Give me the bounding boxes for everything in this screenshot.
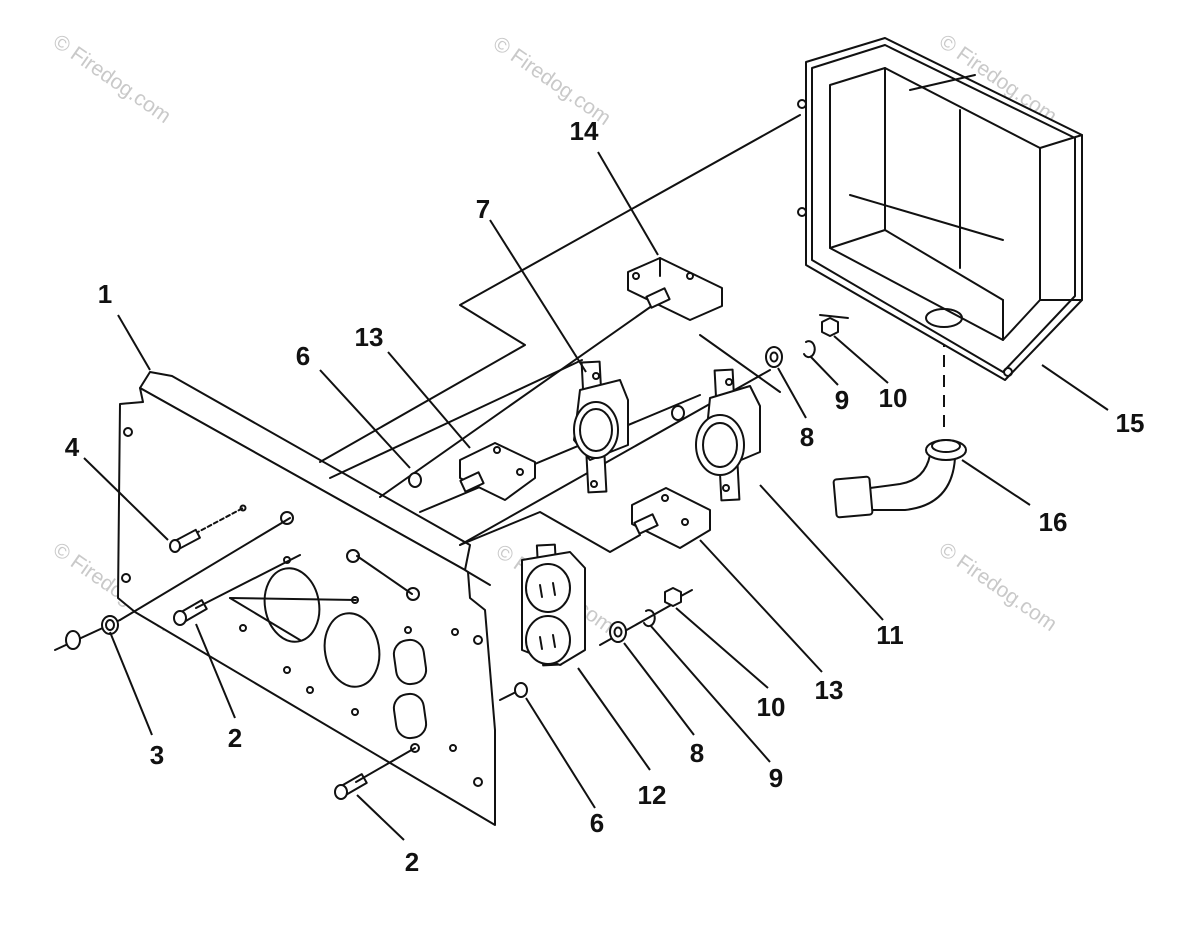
callout-10[interactable]: 10 [756,692,786,722]
twist-lock-receptacle [695,368,761,502]
callout-14[interactable]: 14 [569,116,599,146]
callout-8[interactable]: 8 [689,738,705,768]
assembly-lines [319,114,945,701]
callout-16[interactable]: 16 [1038,507,1068,537]
callout-9[interactable]: 9 [834,385,850,415]
leader-lines [83,151,1109,841]
enclosure-box [797,37,1083,381]
callout-10[interactable]: 10 [878,383,908,413]
hardware-small [408,317,839,698]
callout-3[interactable]: 3 [149,740,165,770]
callout-15[interactable]: 15 [1115,408,1145,438]
circuit-breaker [459,442,536,501]
callout-2[interactable]: 2 [227,723,243,753]
callout-13[interactable]: 13 [354,322,384,352]
callout-9[interactable]: 9 [768,763,784,793]
callout-1[interactable]: 1 [97,279,113,309]
cable-elbow [832,439,967,519]
callout-13[interactable]: 13 [814,675,844,705]
callout-12[interactable]: 12 [637,780,667,810]
callout-2[interactable]: 2 [404,847,420,877]
duplex-receptacle [521,543,586,667]
twist-lock-receptacle [573,360,629,494]
control-panel [117,371,496,826]
circuit-breaker [631,487,711,549]
callout-4[interactable]: 4 [64,432,80,462]
callout-6[interactable]: 6 [295,341,311,371]
callout-6[interactable]: 6 [589,808,605,838]
callout-8[interactable]: 8 [799,422,815,452]
circuit-breaker [627,257,723,321]
callout-11[interactable]: 11 [876,620,904,650]
callout-7[interactable]: 7 [475,194,491,224]
screws-left [54,504,416,800]
